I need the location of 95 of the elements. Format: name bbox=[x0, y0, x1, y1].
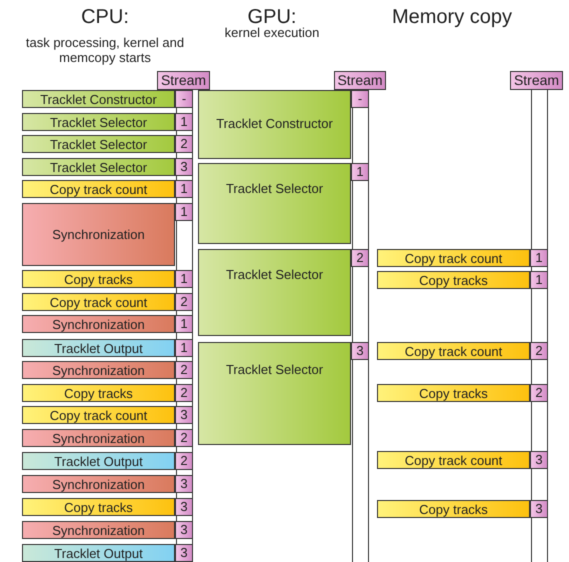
task-label: Tracklet Output bbox=[54, 546, 143, 560]
stream-number-tag: 2 bbox=[175, 135, 193, 153]
stream-header: Stream bbox=[510, 71, 563, 90]
task-bar bbox=[22, 135, 175, 153]
task-label: Copy track count bbox=[404, 454, 502, 466]
stream-number-tag: 2 bbox=[530, 342, 548, 360]
stream-number-tag: 2 bbox=[175, 293, 193, 311]
task-label: Copy tracks bbox=[64, 272, 133, 286]
task-bar bbox=[377, 451, 530, 469]
stream-number-tag: 3 bbox=[530, 451, 548, 469]
task-label: Copy track count bbox=[50, 296, 148, 308]
stream-number-tag: 2 bbox=[175, 429, 193, 447]
stream-number-tag: 1 bbox=[175, 315, 193, 333]
task-bar bbox=[377, 384, 530, 402]
task-label: Tracklet Output bbox=[54, 342, 143, 354]
task-label: Copy track count bbox=[404, 344, 502, 358]
stream-number-tag: 1 bbox=[530, 249, 548, 267]
stream-number-tag: 3 bbox=[175, 521, 193, 539]
column-subtitle: kernel execution bbox=[224, 26, 320, 41]
stream-number-tag: 3 bbox=[175, 475, 193, 493]
task-bar bbox=[198, 90, 351, 159]
task-label: Tracklet Output bbox=[54, 454, 143, 468]
task-bar bbox=[22, 452, 175, 470]
task-bar bbox=[377, 342, 530, 360]
task-bar bbox=[22, 158, 175, 176]
task-bar bbox=[22, 90, 175, 108]
stream-number-tag: 1 bbox=[351, 163, 369, 181]
stream-number-tag: 2 bbox=[175, 361, 193, 379]
task-bar bbox=[22, 384, 175, 402]
task-label: Tracklet Selector bbox=[50, 116, 148, 128]
task-label: Tracklet Selector bbox=[50, 160, 148, 174]
task-label: Synchronization bbox=[52, 478, 145, 490]
stream-number-tag: 1 bbox=[175, 270, 193, 288]
task-bar bbox=[22, 315, 175, 333]
column-subtitle: task processing, kernel and memcopy starts bbox=[24, 36, 186, 66]
task-label: Synchronization bbox=[52, 318, 145, 330]
stream-number-tag: - bbox=[351, 90, 369, 108]
stream-number-tag: 3 bbox=[175, 544, 193, 562]
stream-number-tag: 3 bbox=[175, 406, 193, 424]
column-heading: Memory copy bbox=[390, 6, 514, 29]
stream-header: Stream bbox=[334, 71, 386, 90]
stream-number-tag: 2 bbox=[530, 384, 548, 402]
task-label: Synchronization bbox=[52, 524, 145, 536]
stream-number-tag: - bbox=[175, 90, 193, 108]
task-label: Synchronization bbox=[52, 228, 145, 241]
task-label: Copy track count bbox=[404, 252, 502, 264]
task-label: Copy track count bbox=[50, 182, 148, 196]
stream-number-tag: 2 bbox=[175, 452, 193, 470]
task-label: Synchronization bbox=[52, 432, 145, 444]
task-bar bbox=[22, 429, 175, 447]
stream-number-tag: 3 bbox=[175, 158, 193, 176]
task-label: Copy track count bbox=[50, 408, 148, 422]
task-label: Tracklet Constructor bbox=[40, 92, 157, 106]
task-bar bbox=[22, 521, 175, 539]
stream-number-tag: 1 bbox=[175, 339, 193, 357]
task-bar bbox=[377, 271, 530, 289]
task-bar bbox=[198, 342, 351, 445]
task-bar bbox=[22, 406, 175, 424]
column-heading: CPU: bbox=[80, 6, 130, 29]
column-heading: GPU: bbox=[248, 6, 296, 28]
stream-number-tag: 3 bbox=[175, 498, 193, 516]
stream-number-tag: 3 bbox=[530, 500, 548, 518]
task-bar bbox=[22, 203, 175, 266]
task-label: Tracklet Selector bbox=[226, 182, 324, 195]
stream-number-tag: 1 bbox=[175, 203, 193, 221]
stream-number-tag: 2 bbox=[351, 249, 369, 267]
task-bar bbox=[198, 249, 351, 336]
task-bar bbox=[22, 339, 175, 357]
task-label: Copy tracks bbox=[419, 274, 488, 286]
task-label: Tracklet Selector bbox=[50, 138, 148, 150]
task-label: Copy tracks bbox=[419, 386, 488, 400]
task-bar bbox=[22, 544, 175, 562]
task-label: Tracklet Selector bbox=[226, 363, 324, 376]
task-label: Tracklet Selector bbox=[226, 268, 324, 281]
task-bar bbox=[22, 498, 175, 516]
task-label: Copy tracks bbox=[64, 386, 133, 400]
task-bar bbox=[22, 475, 175, 493]
task-bar bbox=[22, 293, 175, 311]
stream-number-tag: 1 bbox=[175, 180, 193, 198]
stream-number-tag: 2 bbox=[175, 384, 193, 402]
stream-number-tag: 3 bbox=[351, 342, 369, 360]
task-bar bbox=[22, 113, 175, 131]
task-label: Synchronization bbox=[52, 364, 145, 376]
task-label: Copy tracks bbox=[64, 500, 133, 514]
task-label: Tracklet Constructor bbox=[216, 117, 333, 130]
task-bar bbox=[22, 361, 175, 379]
task-bar bbox=[377, 249, 530, 267]
task-bar bbox=[22, 180, 175, 198]
stream-number-tag: 1 bbox=[530, 271, 548, 289]
stream-header: Stream bbox=[157, 71, 210, 90]
task-bar bbox=[22, 270, 175, 288]
stream-number-tag: 1 bbox=[175, 113, 193, 131]
task-bar bbox=[198, 163, 351, 244]
task-bar bbox=[377, 500, 530, 518]
task-label: Copy tracks bbox=[419, 502, 488, 516]
